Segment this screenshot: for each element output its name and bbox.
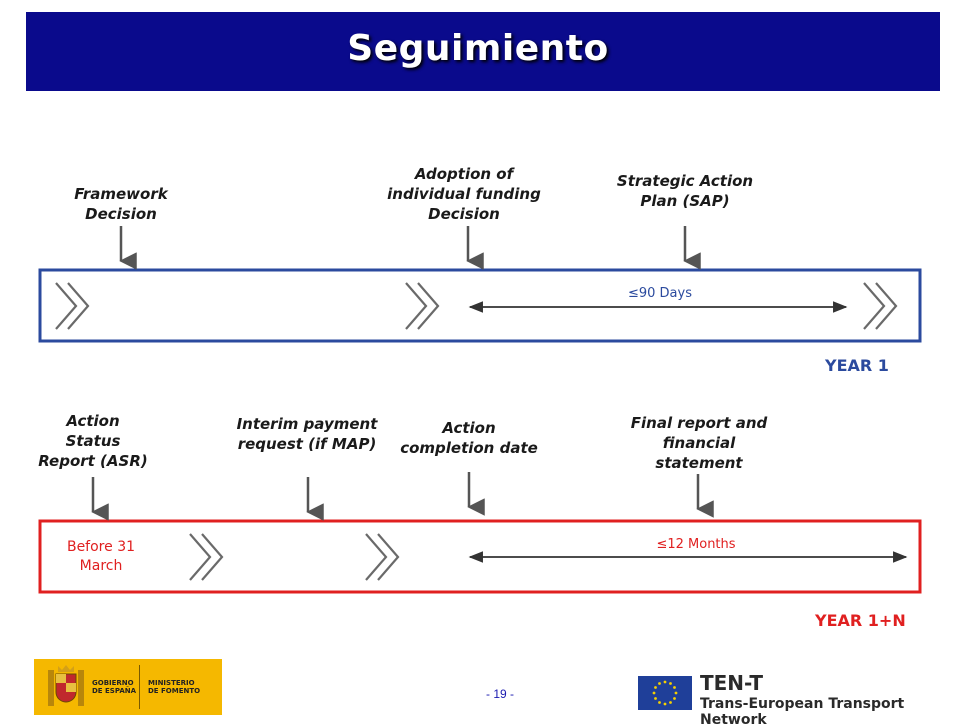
timeline2-duration-label: ≤12 Months xyxy=(656,537,736,552)
timeline2-chevron-1 xyxy=(189,533,224,581)
tent-title: TEN-T xyxy=(700,671,764,695)
page-title: Seguimiento xyxy=(347,28,609,69)
timeline2-milestone-label-2: Interim payment request (if MAP) xyxy=(236,415,378,453)
eu-star-icon xyxy=(654,686,657,689)
gobierno-text: GOBIERNO DE ESPAÑA xyxy=(92,679,137,695)
timeline1-chevron-2 xyxy=(405,282,440,330)
timeline1-duration-label: ≤90 Days xyxy=(627,286,692,301)
eu-star-icon xyxy=(652,691,656,695)
eu-star-icon xyxy=(658,682,661,685)
timeline1-chevron-1 xyxy=(55,282,90,330)
eu-star-icon xyxy=(669,682,672,685)
eu-star-icon xyxy=(654,697,657,700)
eu-star-icon xyxy=(674,691,678,695)
eu-flag-icon xyxy=(638,676,692,710)
timeline1-box xyxy=(38,268,922,343)
eu-star-icon xyxy=(658,701,661,704)
timeline1-milestone-label-1: Framework Decision xyxy=(74,185,168,223)
timeline1-milestone-label-2: Adoption of individual funding Decision xyxy=(387,165,541,223)
timeline2-milestone-label-4: Final report and financial statement xyxy=(630,414,768,472)
eu-star-icon xyxy=(673,686,676,689)
timeline1-year-label: YEAR 1 xyxy=(825,356,889,375)
logo-divider xyxy=(139,665,140,709)
tent-subtitle: Trans-European Transport Network xyxy=(700,696,905,728)
eu-star-icon xyxy=(673,697,676,700)
timeline2-year-label: YEAR 1+N xyxy=(815,611,906,630)
timeline2-milestone-label-3: Action completion date xyxy=(400,419,538,457)
eu-star-icon xyxy=(663,702,667,706)
page-number: - 19 - xyxy=(485,687,514,701)
ministerio-text: MINISTERIO DE FOMENTO xyxy=(148,679,201,695)
timeline1-milestone-label-3: Strategic Action Plan (SAP) xyxy=(616,172,754,210)
gobierno-logo: GOBIERNO DE ESPAÑA MINISTERIO DE FOMENTO xyxy=(34,659,222,715)
timeline2-box xyxy=(38,519,922,594)
timeline2-note: Before 31 March xyxy=(66,539,136,574)
eu-star-icon xyxy=(663,680,667,684)
eu-star-icon xyxy=(669,701,672,704)
timeline2-milestone-label-1: Action Status Report (ASR) xyxy=(38,412,148,470)
timeline1-chevron-3 xyxy=(863,282,898,330)
timeline2-chevron-2 xyxy=(365,533,400,581)
coat-of-arms-icon xyxy=(48,665,84,706)
title-bar: Seguimiento xyxy=(26,12,940,91)
